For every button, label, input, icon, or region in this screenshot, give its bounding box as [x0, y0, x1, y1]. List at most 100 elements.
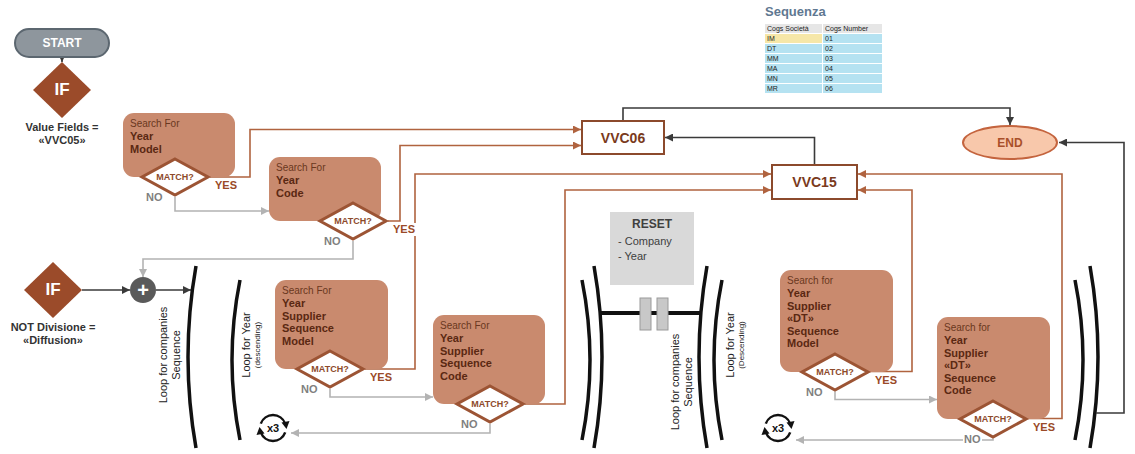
box-body: Year Supplier Sequence Model — [282, 297, 334, 347]
box-body: Year Model — [130, 130, 162, 155]
table-cell: 04 — [823, 64, 883, 74]
table-cell: 01 — [823, 34, 883, 44]
loop-bracket — [714, 280, 722, 440]
branch-label: YES — [1032, 421, 1056, 434]
branch-label: YES — [392, 223, 416, 236]
table-cell: DT — [765, 44, 823, 54]
table-cell: 02 — [823, 44, 883, 54]
box-body: Year Supplier «DT» Sequence Code — [944, 334, 996, 397]
loop-bracket — [699, 266, 707, 448]
decision-text: IF — [45, 280, 60, 300]
flow-connector — [143, 241, 353, 277]
branch-label: NO — [805, 386, 824, 399]
table-cell: MN — [765, 74, 823, 84]
repeat-head — [282, 421, 290, 429]
loop-bracket — [582, 280, 590, 440]
table-cell: MR — [765, 84, 823, 94]
branch-label: NO — [460, 418, 479, 431]
terminator-text: END — [997, 136, 1022, 150]
box-heading: Search For — [276, 162, 375, 174]
box-body: Year Supplier Sequence Code — [440, 332, 492, 382]
box-body: Year Code — [276, 174, 304, 199]
reset-item: - Year — [618, 249, 686, 264]
diamond-shape — [33, 62, 91, 118]
box-body: Year Supplier «DT» Sequence Model — [787, 287, 839, 350]
flow-connector — [388, 146, 581, 222]
table-cell: 05 — [823, 74, 883, 84]
loop-bracket — [594, 266, 602, 448]
table-cell: MA — [765, 64, 823, 74]
result-box: VVC06 — [581, 120, 665, 155]
loop-bracket — [1090, 266, 1098, 448]
flow-connector — [210, 130, 581, 178]
loop-bracket — [1075, 280, 1083, 440]
decision-diamond: IFNOT Divisione = «Diffusion» — [24, 262, 82, 318]
result-text: VVC06 — [601, 130, 645, 146]
decision-text: IF — [54, 80, 69, 100]
box-heading: Search For — [130, 118, 229, 130]
flow-connector — [665, 138, 815, 165]
repeat-count: x3 — [772, 422, 784, 434]
result-box: VVC15 — [771, 164, 858, 200]
start-terminator: START — [14, 28, 110, 58]
condition-text: Value Fields = «VVC05» — [10, 121, 114, 147]
match-text: MATCH? — [816, 367, 853, 377]
table-cell: 06 — [823, 84, 883, 94]
match-text: MATCH? — [156, 172, 193, 182]
branch-label: YES — [874, 374, 898, 387]
loop-bracket — [188, 266, 196, 448]
repeat-head — [257, 427, 265, 435]
flow-connector — [82, 289, 130, 291]
flow-connector — [623, 108, 1010, 125]
flow-connector — [175, 197, 269, 211]
repeat-head — [762, 427, 770, 435]
condition-text: NOT Divisione = «Diffusion» — [1, 321, 105, 347]
diamond-shape — [320, 203, 386, 239]
decision-diamond: IFValue Fields = «VVC05» — [33, 62, 91, 118]
reset-block — [657, 298, 668, 330]
merge-symbol: + — [137, 280, 149, 300]
branch-label: NO — [963, 433, 982, 446]
table-cell: Cogs Società — [765, 24, 823, 34]
loop-label: Loop for Year — [240, 300, 253, 390]
diamond-shape — [24, 262, 82, 318]
flow-connector — [61, 58, 63, 62]
flow-connector — [525, 190, 771, 404]
loop-bracket — [232, 280, 240, 440]
loop-note: (descending) — [253, 300, 263, 390]
diamond-shape — [142, 159, 208, 195]
end-terminator: END — [962, 125, 1058, 160]
box-heading: Search For — [440, 320, 539, 332]
box-heading: Search for — [787, 275, 887, 287]
merge-circle: + — [130, 277, 156, 303]
box-heading: Search for — [944, 322, 1044, 334]
flow-arrow — [156, 289, 191, 291]
loop-label: Loop for companies Sequence — [669, 327, 695, 437]
table-cell: MM — [765, 54, 823, 64]
diamond-shape — [802, 354, 868, 390]
flow-connector — [330, 389, 433, 397]
flow-arrow — [1059, 143, 1124, 414]
box-heading: Search For — [282, 285, 382, 297]
diamond-shape — [297, 351, 363, 387]
flow-connector — [365, 174, 771, 369]
reset-block — [640, 298, 651, 330]
branch-label: NO — [300, 383, 319, 396]
match-text: MATCH? — [311, 364, 348, 374]
loop-note: (Descending) — [737, 300, 747, 390]
repeat-count: x3 — [267, 422, 279, 434]
table-cell: IM — [765, 34, 823, 44]
branch-label: NO — [323, 235, 342, 248]
table-cell: 03 — [823, 54, 883, 64]
match-text: MATCH? — [471, 399, 508, 409]
loop-label: Loop for companies Sequence — [157, 300, 183, 410]
reset-heading: RESET — [618, 217, 686, 231]
match-text: MATCH? — [974, 414, 1011, 424]
match-text: MATCH? — [334, 216, 371, 226]
diamond-shape — [960, 401, 1026, 437]
branch-label: YES — [214, 179, 238, 192]
repeat-icon: x3 — [760, 410, 796, 446]
